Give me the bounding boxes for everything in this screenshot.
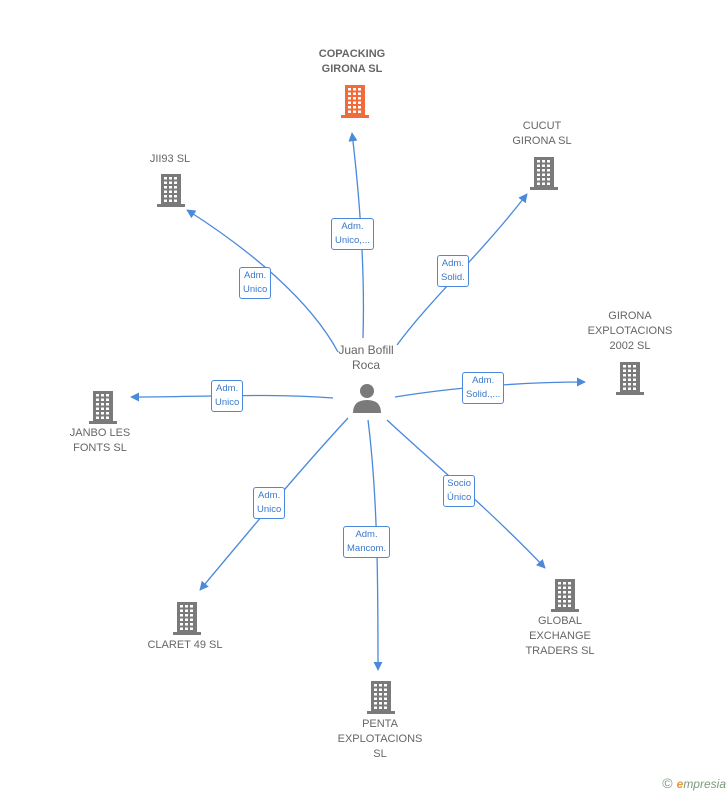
relation-label-claret[interactable]: Adm. Unico — [253, 487, 286, 519]
building-icon[interactable] — [156, 173, 186, 207]
building-icon[interactable] — [88, 390, 118, 424]
brand-name: mpresia — [683, 777, 726, 791]
person-icon[interactable] — [350, 382, 384, 414]
relation-label-girona-explotacions[interactable]: Adm. Solid.,... — [462, 372, 505, 404]
relation-label-copacking[interactable]: Adm. Unico,... — [331, 218, 374, 250]
relation-edge-jii93 — [186, 209, 339, 353]
footer-brand: ©empresia — [662, 775, 726, 791]
person-name[interactable]: Juan Bofill Roca — [338, 343, 394, 372]
company-label-claret[interactable]: CLARET 49 SL — [147, 639, 223, 651]
building-icon[interactable] — [366, 680, 396, 714]
company-label-jii93[interactable]: JII93 SL — [149, 153, 191, 165]
building-icon[interactable] — [615, 361, 645, 395]
relation-label-global-exchange[interactable]: Socio Único — [443, 475, 476, 507]
relation-label-jii93[interactable]: Adm. Unico — [239, 267, 272, 299]
copyright-icon: © — [662, 775, 673, 791]
relation-label-janbo[interactable]: Adm. Unico — [211, 380, 244, 412]
relation-label-cucut[interactable]: Adm. Solid. — [437, 255, 469, 287]
building-icon[interactable] — [550, 578, 580, 612]
relation-label-penta[interactable]: Adm. Mancom. — [343, 526, 391, 558]
brand-logo: e — [676, 777, 684, 791]
company-label-janbo[interactable]: JANBO LES FONTS SL — [69, 427, 131, 454]
building-icon[interactable] — [529, 156, 559, 190]
company-label-copacking[interactable]: COPACKING GIRONA SL — [318, 48, 386, 75]
building-icon[interactable] — [172, 601, 202, 635]
company-label-girona-explotacions[interactable]: GIRONA EXPLOTACIONS 2002 SL — [587, 310, 673, 352]
building-icon[interactable] — [340, 84, 370, 118]
company-label-cucut[interactable]: CUCUT GIRONA SL — [512, 120, 572, 147]
company-label-penta[interactable]: PENTA EXPLOTACIONS SL — [337, 718, 423, 760]
company-label-global-exchange[interactable]: GLOBAL EXCHANGE TRADERS SL — [525, 615, 595, 657]
